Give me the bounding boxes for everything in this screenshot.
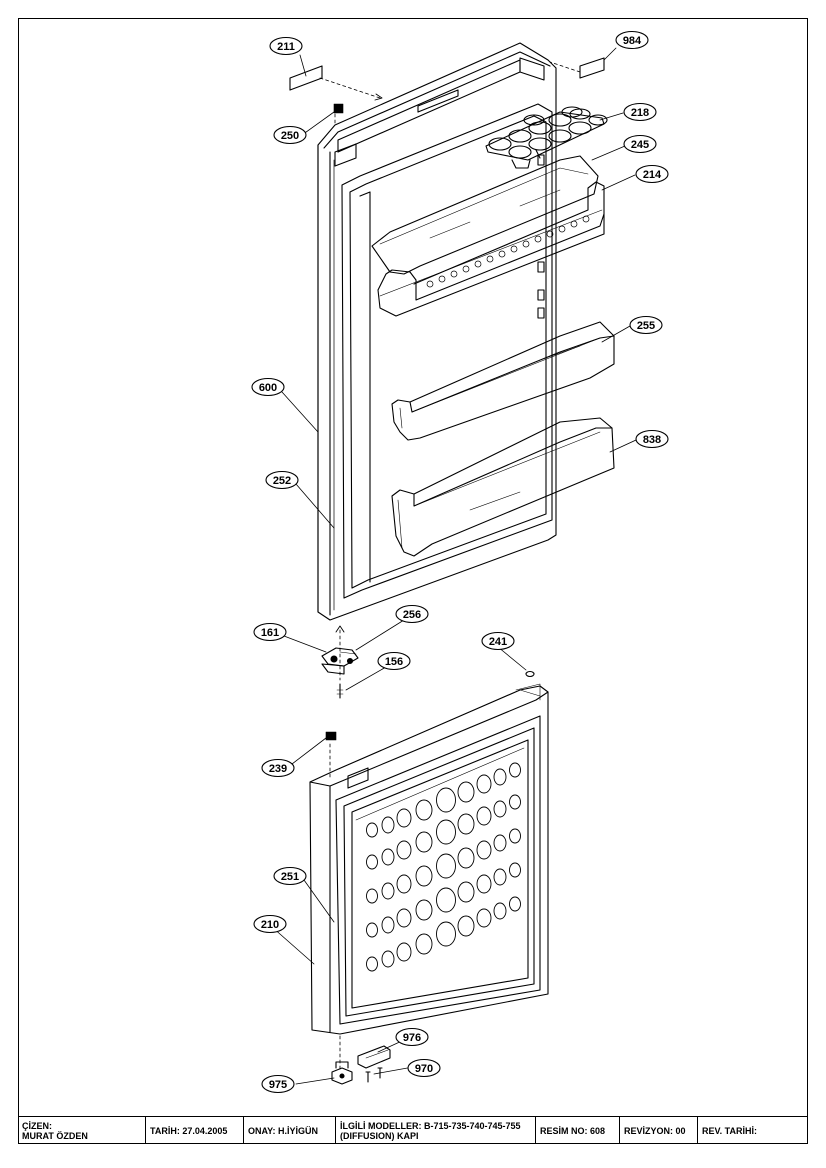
title-block-drawn-by: ÇİZEN: MURAT ÖZDEN <box>18 1117 146 1144</box>
callout-255: 255 <box>629 315 663 335</box>
label-plate-984 <box>579 57 605 79</box>
svg-text:984: 984 <box>623 35 642 47</box>
shelf-lid-245 <box>371 155 599 275</box>
title-block-approval: ONAY: H.İYİGÜN <box>244 1117 336 1144</box>
models-text: İLGİLİ MODELLER: B-715-735-740-745-755 <box>340 1120 521 1131</box>
callout-210: 210 <box>253 914 287 934</box>
leader-lines <box>271 47 637 1085</box>
models-subtitle: (DIFFUSION) KAPI <box>340 1130 419 1141</box>
svg-text:251: 251 <box>281 871 299 883</box>
callout-970: 970 <box>407 1058 441 1078</box>
callouts: 211 984 250 218 245 214 255 600 <box>251 30 669 1094</box>
revision-date-text: REV. TARİHİ: <box>702 1125 758 1136</box>
svg-text:255: 255 <box>637 320 655 332</box>
lower-door-210 <box>309 683 549 1035</box>
cap-241 <box>525 670 535 678</box>
label-plate-211 <box>289 65 323 91</box>
pin-239 <box>325 731 337 741</box>
title-block-models: İLGİLİ MODELLER: B-715-735-740-745-755 (… <box>336 1117 536 1144</box>
dairy-shelf-214 <box>377 181 605 317</box>
callout-252: 252 <box>265 470 299 490</box>
title-block-revision-date: REV. TARİHİ: <box>698 1117 808 1144</box>
door-shelf-255 <box>391 321 615 441</box>
svg-text:218: 218 <box>631 107 649 119</box>
screws-970 <box>365 1067 383 1083</box>
callout-161: 161 <box>253 622 287 642</box>
callout-239: 239 <box>261 758 295 778</box>
svg-text:210: 210 <box>261 919 279 931</box>
svg-text:250: 250 <box>281 130 299 142</box>
shelf-holes <box>426 215 590 288</box>
assembly-lines <box>319 61 581 1071</box>
upper-door-600 <box>317 42 557 621</box>
callout-218: 218 <box>623 102 657 122</box>
svg-text:976: 976 <box>403 1032 421 1044</box>
svg-text:975: 975 <box>269 1079 287 1091</box>
drawing-sheet-border <box>18 18 808 1144</box>
callout-838: 838 <box>635 429 669 449</box>
svg-text:245: 245 <box>631 139 649 151</box>
svg-text:600: 600 <box>259 382 277 394</box>
callout-156: 156 <box>377 651 411 671</box>
callout-600: 600 <box>251 377 285 397</box>
callout-976: 976 <box>395 1027 429 1047</box>
drawn-by-label: ÇİZEN: <box>22 1120 52 1131</box>
bottom-hinge-975 <box>331 1061 353 1085</box>
callout-256: 256 <box>395 604 429 624</box>
svg-text:838: 838 <box>643 434 661 446</box>
svg-text:156: 156 <box>385 656 403 668</box>
svg-text:241: 241 <box>489 636 507 648</box>
svg-text:214: 214 <box>643 169 662 181</box>
svg-text:239: 239 <box>269 763 287 775</box>
svg-text:211: 211 <box>277 41 295 53</box>
callout-975: 975 <box>261 1074 295 1094</box>
screw-156 <box>336 683 344 699</box>
title-block-date: TARİH: 27.04.2005 <box>146 1117 244 1144</box>
svg-text:161: 161 <box>261 627 279 639</box>
bracket-976 <box>357 1045 391 1069</box>
drawn-by-name: MURAT ÖZDEN <box>22 1130 88 1141</box>
callout-984: 984 <box>615 30 649 50</box>
drawing-number-text: RESİM NO: 608 <box>540 1125 606 1136</box>
callout-241: 241 <box>481 631 515 651</box>
diffusion-holes-pattern <box>366 762 521 972</box>
callout-251: 251 <box>273 866 307 886</box>
title-block-drawing-no: RESİM NO: 608 <box>536 1117 620 1144</box>
middle-hinge-256 <box>321 647 359 675</box>
door-shelf-838 <box>391 417 615 557</box>
title-block: ÇİZEN: MURAT ÖZDEN TARİH: 27.04.2005 ONA… <box>18 1116 808 1144</box>
svg-text:970: 970 <box>415 1063 433 1075</box>
callout-245: 245 <box>623 134 657 154</box>
callout-250: 250 <box>273 125 307 145</box>
callout-214: 214 <box>635 164 669 184</box>
egg-tray-218 <box>485 106 608 169</box>
cap-250 <box>333 103 344 114</box>
callout-211: 211 <box>269 36 303 56</box>
approval-text: ONAY: H.İYİGÜN <box>248 1125 319 1136</box>
svg-text:256: 256 <box>403 609 421 621</box>
date-text: TARİH: 27.04.2005 <box>150 1125 228 1136</box>
svg-text:252: 252 <box>273 475 291 487</box>
title-block-revision: REVİZYON: 00 <box>620 1117 698 1144</box>
revision-text: REVİZYON: 00 <box>624 1125 686 1136</box>
